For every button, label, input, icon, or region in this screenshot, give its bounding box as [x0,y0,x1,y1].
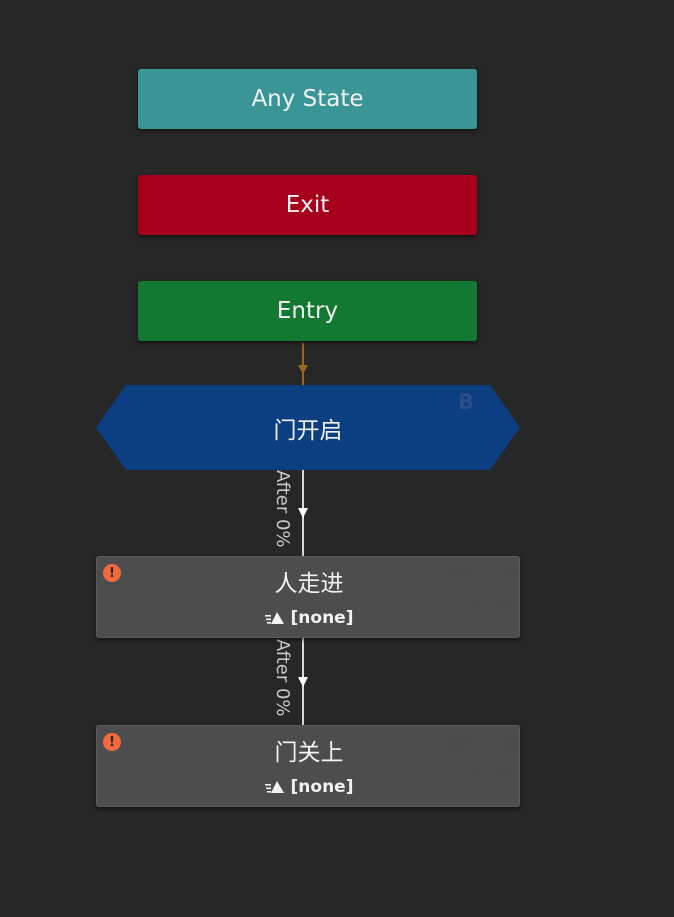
warning-icon: ! [103,564,121,582]
exit-label: Exit [285,192,330,218]
state-flag-m: M [495,592,516,616]
state-flag-s: S [470,761,486,785]
state-label: 门关上 [274,740,344,766]
state-motion: [none] [97,777,521,797]
default-state-flag-b: B [458,390,475,414]
transition-2-arrow [298,677,308,687]
state-flag-m: M [495,761,516,785]
state-motion: [none] [97,608,521,628]
state-motion-label: [none] [290,608,354,628]
transition-2-label: After 0% [272,639,293,717]
motion-clip-icon [264,612,284,624]
entry-node[interactable]: Entry [138,281,477,341]
motion-clip-icon [264,781,284,793]
warning-icon: ! [103,733,121,751]
default-state-shape [96,385,520,470]
state-flag-b: B [501,731,518,755]
entry-transition-arrow [298,365,308,374]
entry-transition[interactable] [298,343,308,385]
state-node-door-close[interactable]: ! 门关上 [none] WD B S M [96,725,520,807]
state-flag-s: S [470,592,486,616]
transition-1[interactable] [298,470,308,556]
state-node-people-walk-in[interactable]: ! 人走进 [none] WD B S M [96,556,520,638]
state-flag-wd: WD [444,731,485,755]
transition-1-arrow [298,508,308,518]
state-motion-label: [none] [290,777,354,797]
any-state-label: Any State [251,86,364,112]
default-state-node[interactable]: 门开启 B [96,385,520,470]
state-flag-wd: WD [444,562,485,586]
state-flag-b: B [501,562,518,586]
state-label: 人走进 [274,571,344,597]
transition-1-label: After 0% [272,470,293,548]
any-state-node[interactable]: Any State [138,69,477,129]
transition-2[interactable] [298,638,308,725]
default-state-label: 门开启 [273,417,343,444]
entry-label: Entry [276,298,339,324]
exit-node[interactable]: Exit [138,175,477,235]
